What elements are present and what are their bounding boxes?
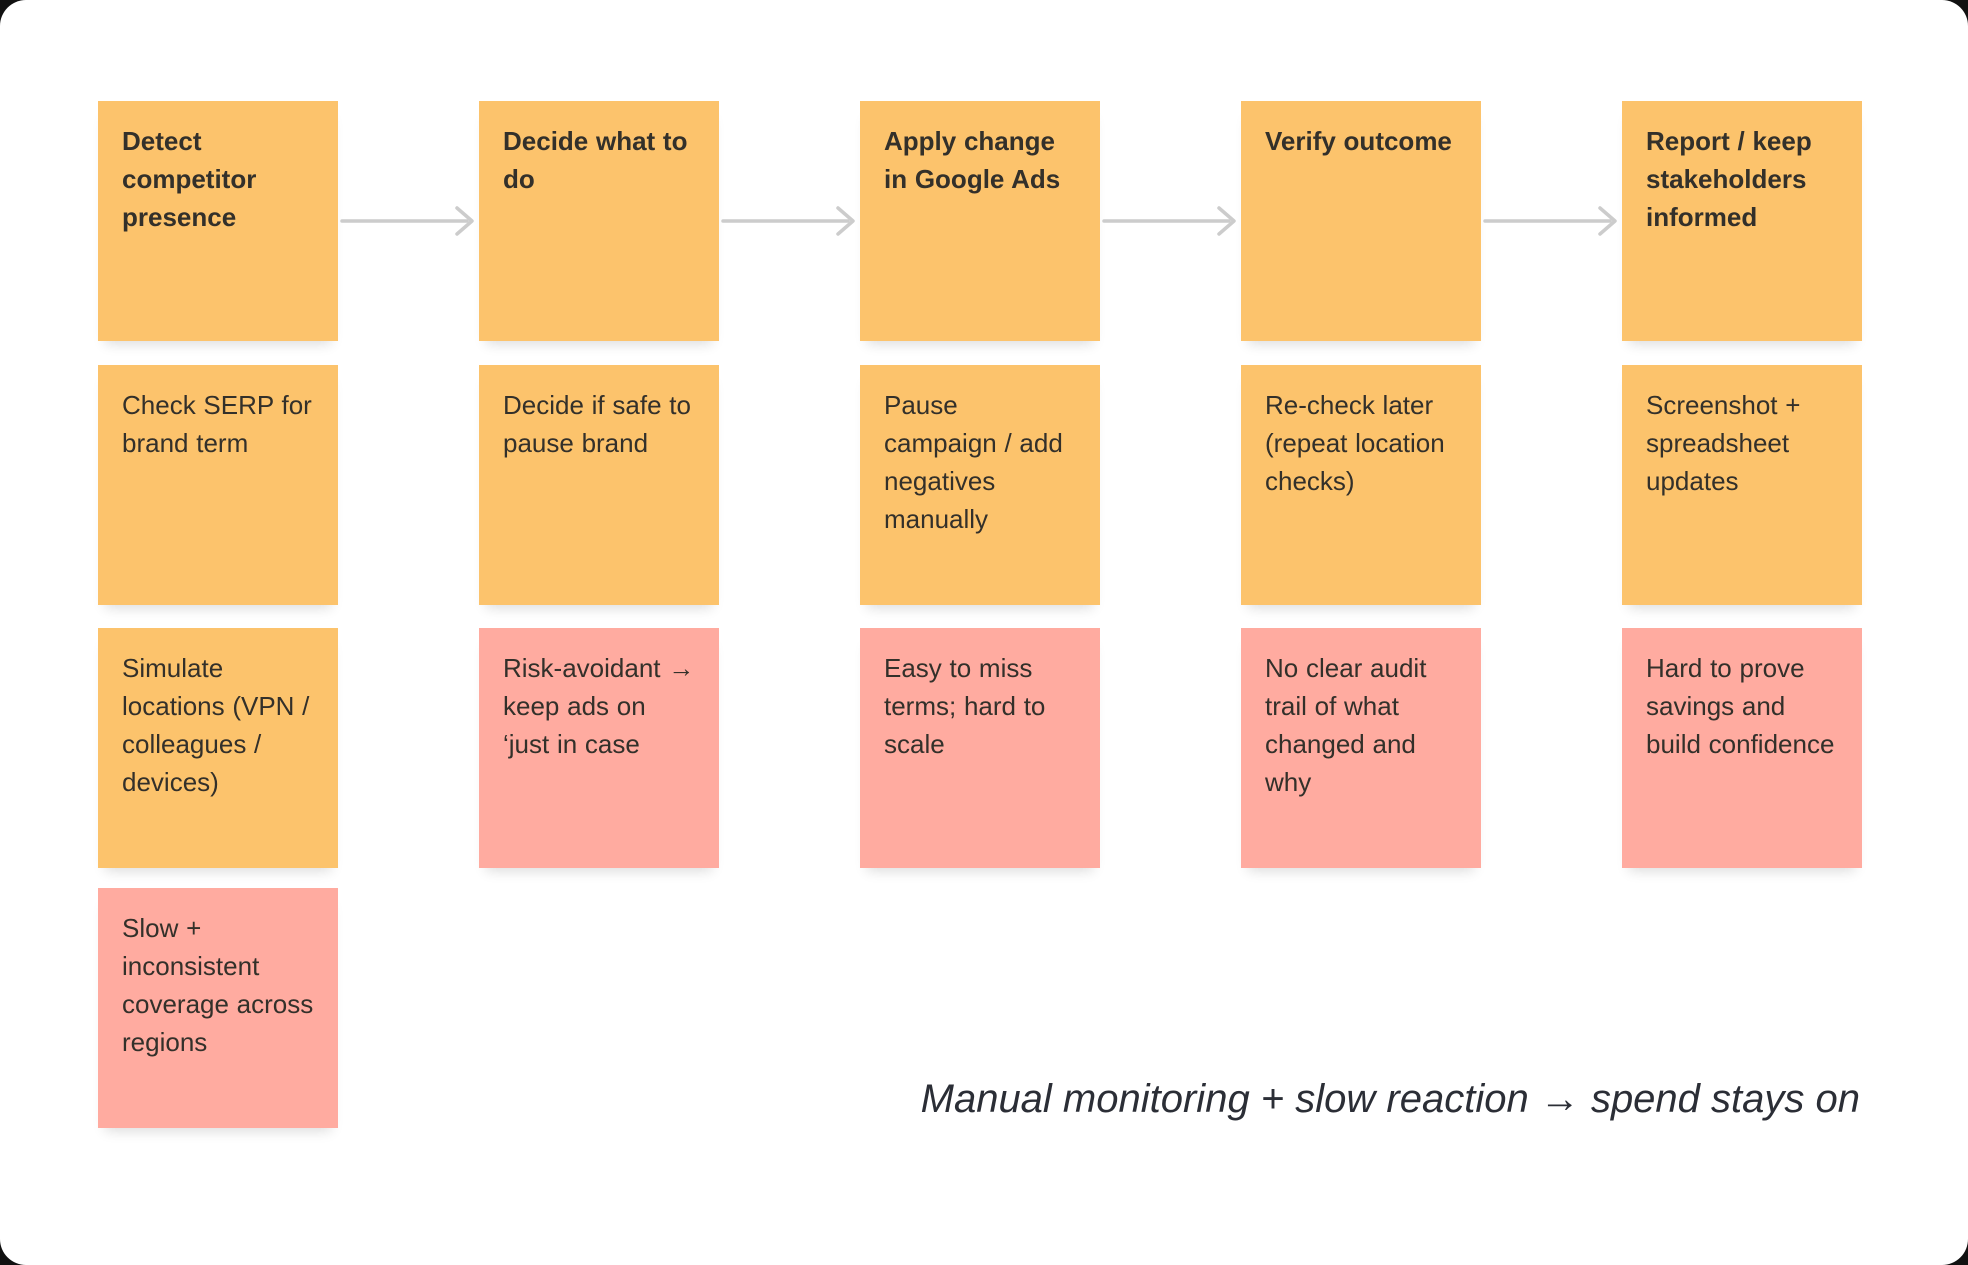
- sticky-note-header-apply[interactable]: Apply change in Google Ads: [860, 101, 1100, 341]
- sticky-note-detect[interactable]: Slow + inconsistent coverage across regi…: [98, 888, 338, 1128]
- sticky-note-verify[interactable]: No clear audit trail of what changed and…: [1241, 628, 1481, 868]
- sticky-note-report[interactable]: Hard to prove savings and build confiden…: [1622, 628, 1862, 868]
- sticky-note-text: Detect competitor presence: [122, 126, 257, 232]
- sticky-note-header-detect[interactable]: Detect competitor presence: [98, 101, 338, 341]
- sticky-note-header-decide[interactable]: Decide what to do: [479, 101, 719, 341]
- sticky-note-text: Report / keep stakeholders informed: [1646, 126, 1812, 232]
- sticky-note-decide[interactable]: Risk-avoidant → keep ads on ‘just in cas…: [479, 628, 719, 868]
- flow-arrow-icon: [340, 206, 474, 236]
- sticky-note-text: Decide if safe to pause brand: [503, 390, 691, 458]
- sticky-note-apply[interactable]: Easy to miss terms; hard to scale: [860, 628, 1100, 868]
- flow-arrow-icon: [1483, 206, 1617, 236]
- sticky-note-text: Slow + inconsistent coverage across regi…: [122, 913, 314, 1057]
- sticky-note-header-verify[interactable]: Verify outcome: [1241, 101, 1481, 341]
- sticky-note-text: Hard to prove savings and build confiden…: [1646, 653, 1835, 759]
- sticky-note-text: Decide what to do: [503, 126, 688, 194]
- sticky-note-text: Simulate locations (VPN / colleagues / d…: [122, 653, 310, 797]
- sticky-note-apply[interactable]: Pause campaign / add negatives manually: [860, 365, 1100, 605]
- sticky-note-text: Re-check later (repeat location checks): [1265, 390, 1445, 496]
- sticky-note-report[interactable]: Screenshot + spreadsheet updates: [1622, 365, 1862, 605]
- sticky-note-text: Pause campaign / add negatives manually: [884, 390, 1063, 534]
- sticky-note-text: No clear audit trail of what changed and…: [1265, 653, 1427, 797]
- sticky-note-decide[interactable]: Decide if safe to pause brand: [479, 365, 719, 605]
- sticky-note-text: Risk-avoidant → keep ads on ‘just in cas…: [503, 653, 695, 759]
- sticky-note-detect[interactable]: Simulate locations (VPN / colleagues / d…: [98, 628, 338, 868]
- sticky-note-detect[interactable]: Check SERP for brand term: [98, 365, 338, 605]
- flow-arrow-icon: [1102, 206, 1236, 236]
- sticky-note-text: Apply change in Google Ads: [884, 126, 1061, 194]
- sticky-note-text: Easy to miss terms; hard to scale: [884, 653, 1046, 759]
- sticky-note-text: Screenshot + spreadsheet updates: [1646, 390, 1801, 496]
- flow-arrow-icon: [721, 206, 855, 236]
- sticky-note-text: Check SERP for brand term: [122, 390, 312, 458]
- sticky-note-header-report[interactable]: Report / keep stakeholders informed: [1622, 101, 1862, 341]
- sticky-note-text: Verify outcome: [1265, 126, 1452, 156]
- caption-text: Manual monitoring + slow reaction → spen…: [920, 1077, 1860, 1121]
- sticky-note-verify[interactable]: Re-check later (repeat location checks): [1241, 365, 1481, 605]
